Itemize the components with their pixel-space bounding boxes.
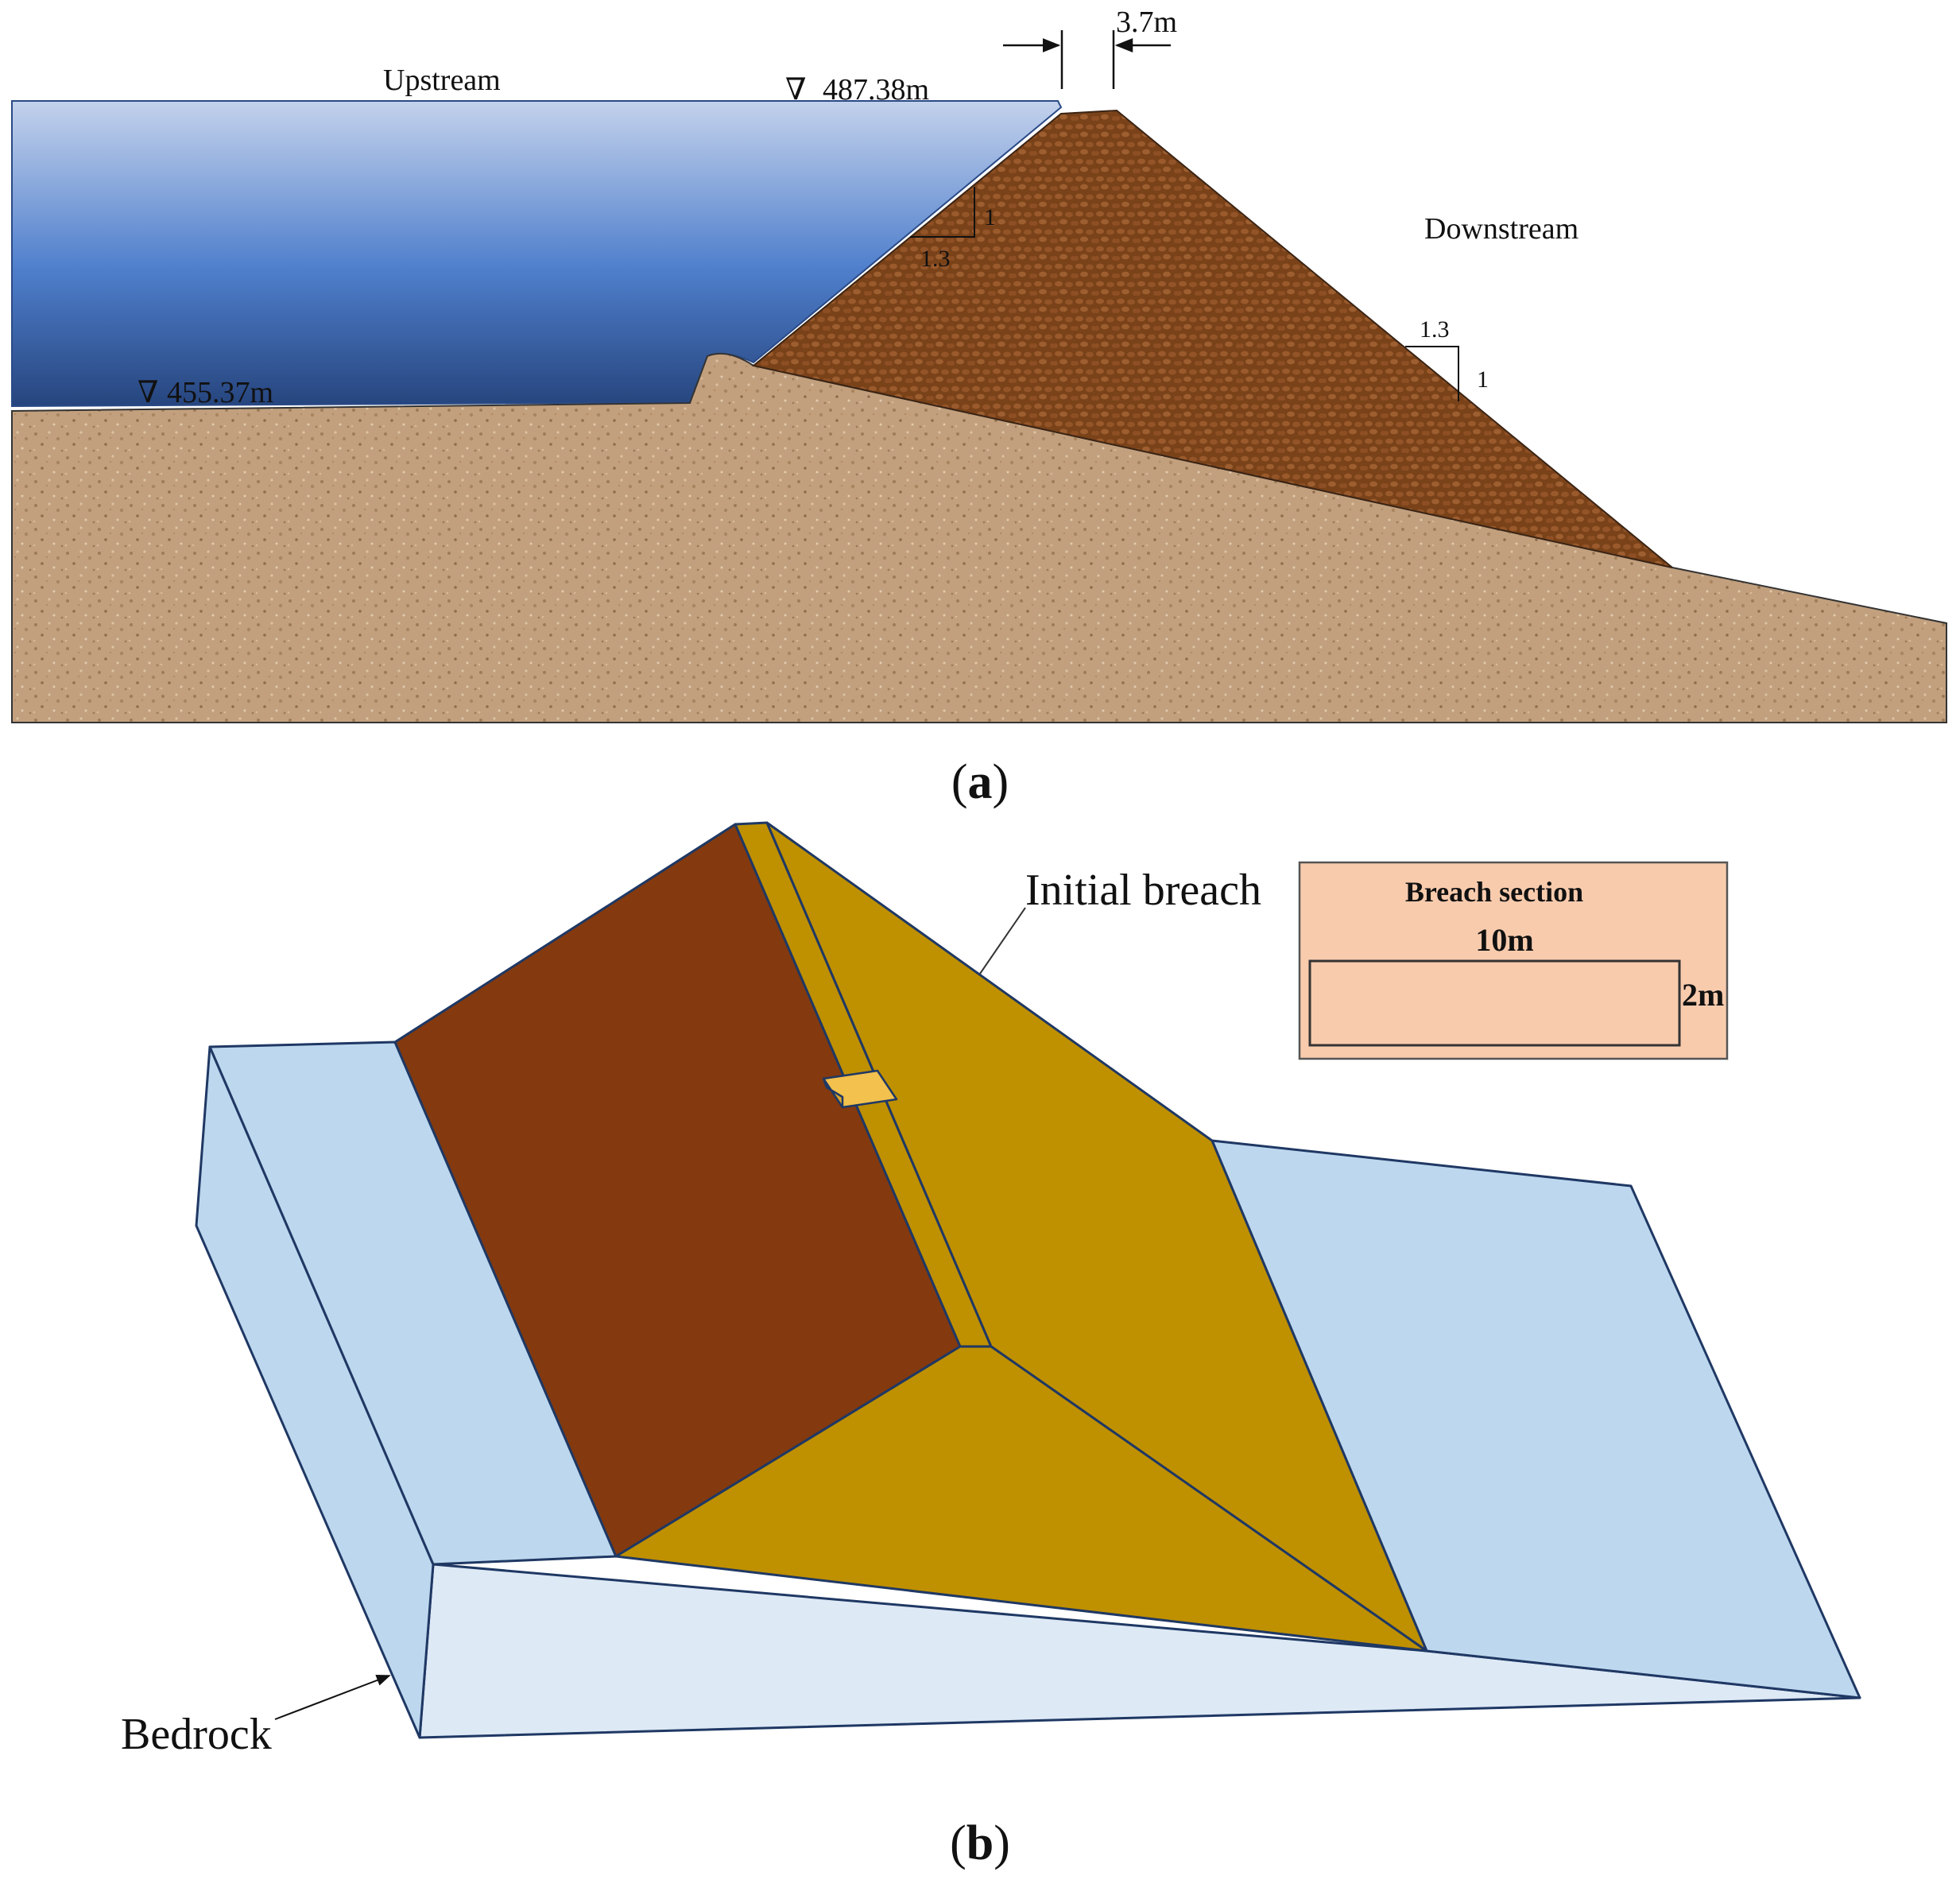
bedrock-arrow: [274, 1675, 391, 1720]
panel-a-cross-section: Upstream Downstream ∇ 487.38m ∇ 455.37m …: [11, 6, 1947, 809]
initial-breach-label: Initial breach: [1025, 866, 1261, 915]
upstream-label: Upstream: [383, 64, 501, 97]
breach-section-inset: Breach section 10m 2m: [1298, 861, 1729, 1060]
upstream-slope-horizontal: 1.3: [920, 246, 951, 272]
breach-width-label: 10m: [1475, 922, 1533, 958]
crest-width-dimension: 3.7m: [1003, 6, 1177, 89]
initial-breach-leader: [979, 907, 1026, 975]
initial-breach-notch: [822, 1069, 898, 1109]
dam-end-face: [614, 1345, 1428, 1653]
dam-body: [751, 109, 1673, 568]
caption-a: (a): [951, 755, 1009, 809]
breach-section-profile: [1308, 959, 1681, 1047]
caption-b: (b): [950, 1816, 1010, 1870]
breach-section-title: Breach section: [1405, 876, 1583, 908]
downstream-slope-horizontal: 1.3: [1420, 316, 1450, 343]
panel-b-3d-model: [195, 821, 1861, 1739]
downstream-label: Downstream: [1424, 212, 1578, 246]
downstream-slope-vertical: 1: [1477, 366, 1489, 393]
breach-depth-label: 2m: [1682, 977, 1724, 1013]
upstream-level-label: 487.38m: [823, 73, 929, 107]
upstream-level-marker: ∇: [785, 73, 807, 107]
downstream-slope-triangle: 1.3 1: [1405, 316, 1489, 401]
upstream-slope-vertical: 1: [984, 204, 996, 231]
bed-level-marker: ∇: [138, 376, 159, 409]
bedrock-label: Bedrock: [121, 1710, 272, 1759]
crest-width-label: 3.7m: [1116, 6, 1177, 39]
upstream-slope-triangle: 1 1.3: [910, 187, 996, 272]
bed-level-label: 455.37m: [167, 376, 273, 409]
